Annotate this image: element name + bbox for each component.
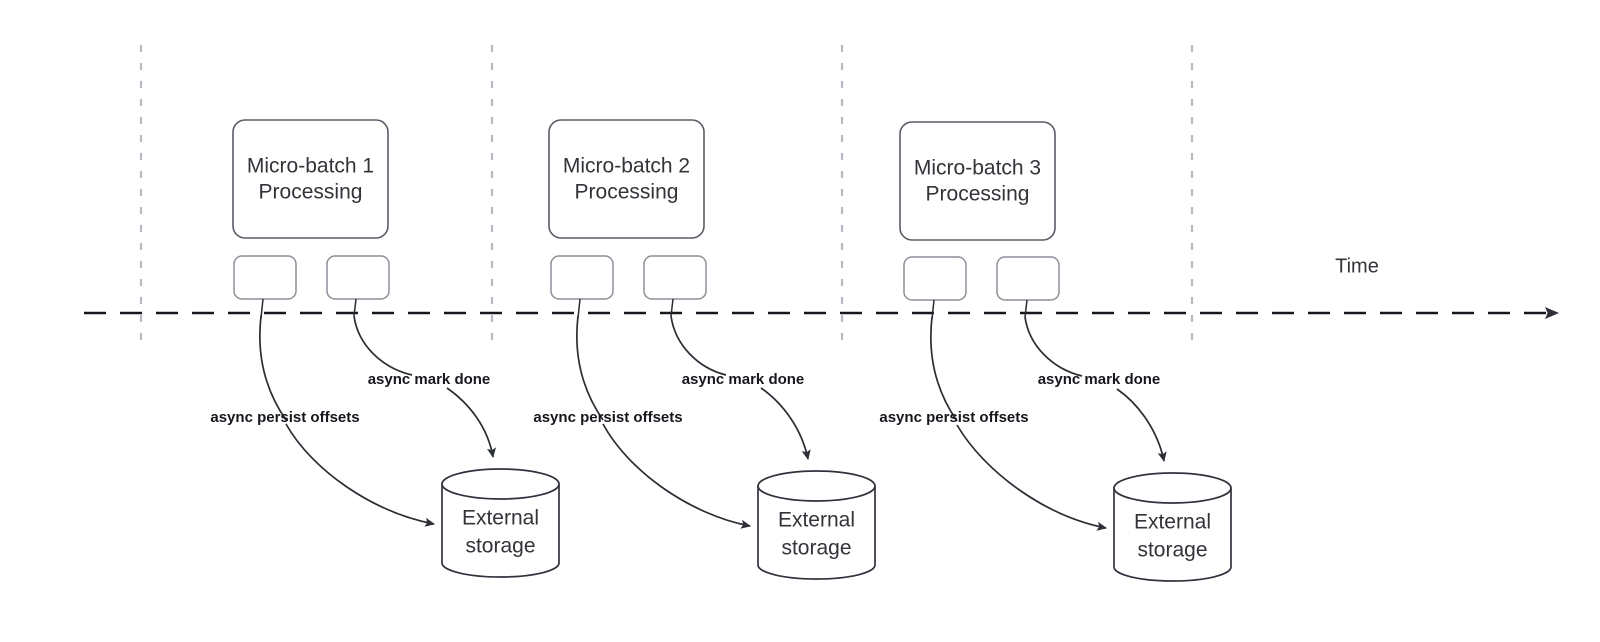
micro-batch-group-2: Micro-batch 2 Processing async persist o… [533,119,876,580]
external-storage-2[interactable]: External storage [757,470,876,580]
micro-batch-1-persist-curve-lower[interactable] [285,423,435,527]
external-storage-1[interactable]: External storage [441,468,560,578]
micro-batch-1-markdone-curve-upper [353,315,413,376]
external-storage-2-body [757,485,876,580]
micro-batch-3-persist-curve-upper [930,316,958,422]
micro-batch-1-label-line2: Processing [259,181,363,204]
external-storage-2-label-line2: storage [781,537,851,560]
micro-batch-2-label-line1: Micro-batch 2 [563,155,690,178]
external-storage-3-label-line1: External [1134,511,1211,534]
batch-boundaries [139,45,1194,340]
external-storage-3-top [1113,472,1232,504]
micro-batch-group-3: Micro-batch 3 Processing async persist o… [879,121,1232,582]
micro-batch-2-persist-curve-upper [576,315,604,421]
micro-batch-group-1: Micro-batch 1 Processing async persist o… [210,119,560,578]
micro-batch-2-offset-stem [577,298,581,319]
micro-batch-3-offset-task-box[interactable] [903,256,967,301]
micro-batch-3-box[interactable] [899,121,1056,241]
micro-batch-2-offset-task-box[interactable] [550,255,614,300]
micro-batch-3-markdone-curve-lower[interactable] [1116,388,1167,462]
external-storage-3-label-line2: storage [1137,539,1207,562]
micro-batch-1-persist-offsets-label: async persist offsets [210,409,359,426]
timeline-axis-group: Time [84,255,1559,319]
micro-batch-3-mark-done-task-box[interactable] [996,256,1060,301]
micro-batch-3-label-line2: Processing [926,183,1030,206]
external-storage-1-body [441,483,560,578]
micro-batch-3-mark-done-label: async mark done [1038,371,1161,388]
micro-batch-2-mark-done-label: async mark done [682,371,805,388]
micro-batch-1-mark-done-stem [353,298,357,317]
external-storage-1-label-line2: storage [465,535,535,558]
micro-batch-1-box[interactable] [232,119,389,239]
micro-batch-3-markdone-curve-upper [1024,316,1083,377]
time-axis-label: Time [1335,255,1379,277]
micro-batch-2-markdone-curve-upper [670,315,727,376]
micro-batch-3-mark-done-stem [1024,299,1028,318]
micro-batch-3-label-line1: Micro-batch 3 [914,157,1041,180]
micro-batch-1-mark-done-task-box[interactable] [326,255,390,300]
micro-batch-1-offset-stem [260,298,264,319]
micro-batch-2-mark-done-task-box[interactable] [643,255,707,300]
micro-batch-2-markdone-curve-lower[interactable] [760,387,811,460]
micro-batch-3-persist-curve-lower[interactable] [956,424,1107,531]
micro-batch-1-offset-task-box[interactable] [233,255,297,300]
micro-batch-2-mark-done-stem [670,298,674,317]
external-storage-3[interactable]: External storage [1113,472,1232,582]
external-storage-1-label-line1: External [462,507,539,530]
micro-batch-1-label-line1: Micro-batch 1 [247,155,374,178]
external-storage-3-body [1113,487,1232,582]
micro-batch-3-persist-offsets-label: async persist offsets [879,409,1028,426]
external-storage-1-top [441,468,560,500]
external-storage-2-label-line1: External [778,509,855,532]
micro-batch-2-persist-offsets-label: async persist offsets [533,409,682,426]
external-storage-2-top [757,470,876,502]
micro-batch-1-persist-curve-upper [259,315,287,421]
micro-batch-2-persist-curve-lower[interactable] [602,423,751,529]
micro-batch-1-markdone-curve-lower[interactable] [446,387,496,458]
micro-batch-2-label-line2: Processing [575,181,679,204]
micro-batch-2-box[interactable] [548,119,705,239]
micro-batch-3-offset-stem [931,299,935,320]
micro-batch-1-mark-done-label: async mark done [368,371,491,388]
